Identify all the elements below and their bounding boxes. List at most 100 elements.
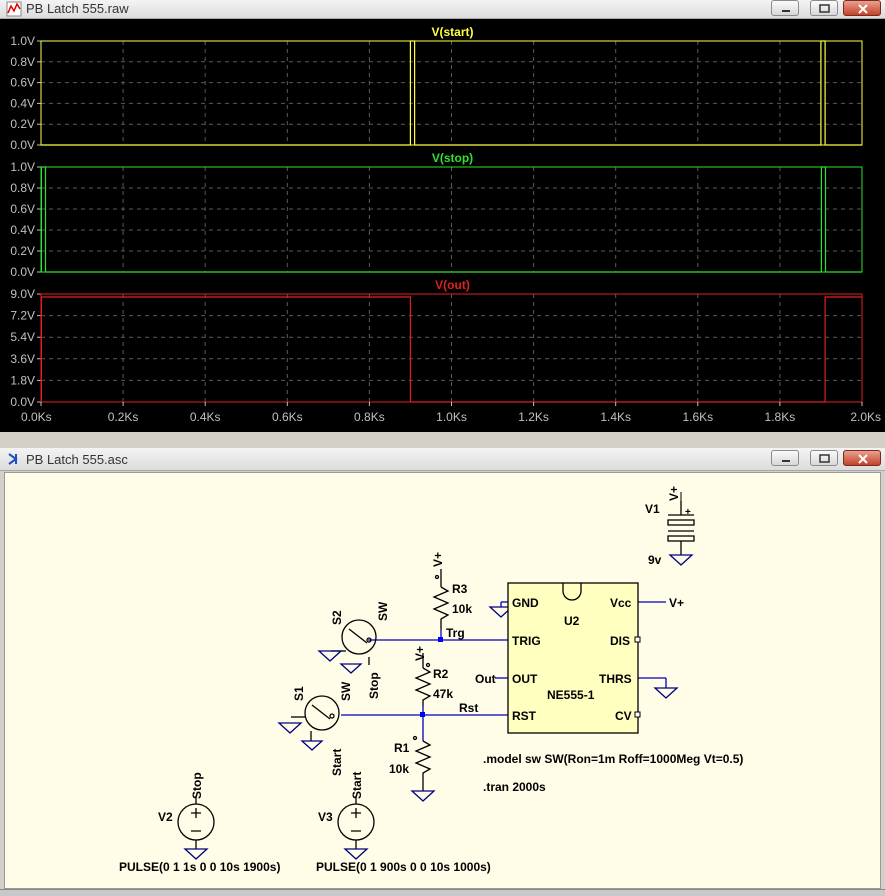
y-tick-label: 0.6V <box>10 202 35 216</box>
trace-vout <box>40 296 862 403</box>
trg-net-label: Trg <box>446 626 465 640</box>
y-tick-label: 3.6V <box>10 352 35 366</box>
schematic-drawing[interactable]: V1 9v + V+ V+ R3 10k V+ R2 47k <box>5 473 880 888</box>
ic-ne555[interactable] <box>507 582 641 734</box>
maximize-button[interactable] <box>810 450 838 466</box>
y-tick-label: 0.4V <box>10 96 35 110</box>
ic-model-label: NE555-1 <box>547 688 595 702</box>
trace-name-label: V(start) <box>431 25 473 39</box>
v1-value: 9v <box>648 553 662 567</box>
waveform-plot-area[interactable]: 1.0V0.8V0.6V0.4V0.2V0.0VV(start)1.0V0.8V… <box>0 19 885 432</box>
voltage-source-v1[interactable] <box>667 501 695 566</box>
y-tick-label: 0.2V <box>10 117 35 131</box>
r2-label: R2 <box>433 667 449 681</box>
model-directive[interactable]: .model sw SW(Ron=1m Roff=1000Meg Vt=0.5) <box>483 752 743 766</box>
ic-ref-label: U2 <box>564 614 580 628</box>
waveform-titlebar[interactable]: PB Latch 555.raw <box>0 0 885 19</box>
y-tick-label: 0.8V <box>10 181 35 195</box>
x-tick-label: 1.0Ks <box>436 410 467 424</box>
minimize-button[interactable] <box>771 0 799 16</box>
rst-net-label: Rst <box>459 701 478 715</box>
trace-vstart <box>41 40 862 146</box>
r1-value: 10k <box>389 762 409 776</box>
x-tick-label: 1.8Ks <box>765 410 796 424</box>
s1-label: S1 <box>292 686 306 701</box>
s2-control-net: Stop <box>367 672 381 699</box>
pin-vcc-label: Vcc <box>610 596 632 610</box>
gnd-symbol-555 <box>488 606 514 618</box>
r3-value: 10k <box>452 602 472 616</box>
pin-cv-label: CV <box>615 709 632 723</box>
waveform-window-title: PB Latch 555.raw <box>26 1 129 16</box>
y-tick-label: 0.2V <box>10 244 35 258</box>
switch-s2[interactable] <box>317 619 377 674</box>
vcc-net-label: V+ <box>669 596 684 610</box>
y-tick-label: 0.0V <box>10 138 35 152</box>
voltage-source-v2[interactable] <box>177 797 215 860</box>
s2-label: S2 <box>330 610 344 625</box>
pin-gnd-label: GND <box>512 596 539 610</box>
r2-net-label: V+ <box>413 646 427 661</box>
v3-pulse-value: PULSE(0 1 900s 0 0 10s 1000s) <box>316 860 491 874</box>
x-tick-label: 1.2Ks <box>518 410 549 424</box>
v1-plus-sign: + <box>685 507 691 518</box>
schematic-window[interactable]: PB Latch 555.asc <box>0 448 885 895</box>
maximize-icon <box>819 4 830 13</box>
resistor-r2[interactable] <box>414 653 432 706</box>
x-tick-label: 0.8Ks <box>354 410 385 424</box>
pin-out-label: OUT <box>512 672 538 686</box>
waveform-app-icon <box>6 1 22 17</box>
x-tick-label: 0.2Ks <box>108 410 139 424</box>
r3-label: R3 <box>452 582 468 596</box>
pin-dis-label: DIS <box>610 634 630 648</box>
v2-pulse-value: PULSE(0 1 1s 0 0 10s 1900s) <box>119 860 280 874</box>
maximize-button[interactable] <box>810 0 838 16</box>
x-tick-label: 0.6Ks <box>272 410 303 424</box>
voltage-source-v3[interactable] <box>337 797 375 860</box>
y-tick-label: 0.8V <box>10 55 35 69</box>
tran-directive[interactable]: .tran 2000s <box>483 780 546 794</box>
trace-name-label: V(out) <box>435 278 470 292</box>
r1-label: R1 <box>394 741 410 755</box>
maximize-icon <box>819 454 830 463</box>
y-tick-label: 0.0V <box>10 265 35 279</box>
v1-net-label: V+ <box>667 486 681 501</box>
y-tick-label: 5.4V <box>10 330 35 344</box>
s1-model: SW <box>339 681 353 701</box>
switch-s1[interactable] <box>277 695 340 751</box>
y-tick-label: 0.4V <box>10 223 35 237</box>
taskbar-strip <box>0 889 885 896</box>
pin-trig-label: TRIG <box>512 634 541 648</box>
r2-value: 47k <box>433 687 453 701</box>
v1-label: V1 <box>645 502 660 516</box>
close-button[interactable] <box>843 0 881 16</box>
minimize-icon <box>782 10 790 12</box>
x-tick-label: 1.6Ks <box>682 410 713 424</box>
v2-label: V2 <box>158 810 173 824</box>
wire-junctions <box>420 637 443 717</box>
schematic-canvas[interactable]: V1 9v + V+ V+ R3 10k V+ R2 47k <box>4 472 881 889</box>
schematic-window-title: PB Latch 555.asc <box>26 452 128 467</box>
resistor-r3[interactable] <box>432 569 450 629</box>
y-tick-label: 7.2V <box>10 309 35 323</box>
schematic-titlebar[interactable]: PB Latch 555.asc <box>0 448 885 471</box>
minimize-button[interactable] <box>771 450 799 466</box>
x-tick-label: 2.0Ks <box>850 410 881 424</box>
close-icon <box>858 4 868 14</box>
out-net-label: Out <box>475 672 496 686</box>
v3-net-label: Start <box>350 772 364 799</box>
r3-net-label: V+ <box>431 552 445 567</box>
trace-vstop <box>40 166 862 273</box>
schematic-app-icon <box>8 453 18 465</box>
minimize-icon <box>782 460 790 462</box>
s1-control-net: Start <box>330 749 344 776</box>
v2-net-label: Stop <box>190 772 204 799</box>
y-tick-label: 0.6V <box>10 76 35 90</box>
resistor-r1[interactable] <box>410 735 436 802</box>
x-tick-label: 0.0Ks <box>21 410 52 424</box>
y-tick-label: 9.0V <box>10 287 35 301</box>
close-button[interactable] <box>843 450 881 466</box>
gnd-symbol-thrs <box>653 687 679 699</box>
x-tick-label: 0.4Ks <box>190 410 221 424</box>
